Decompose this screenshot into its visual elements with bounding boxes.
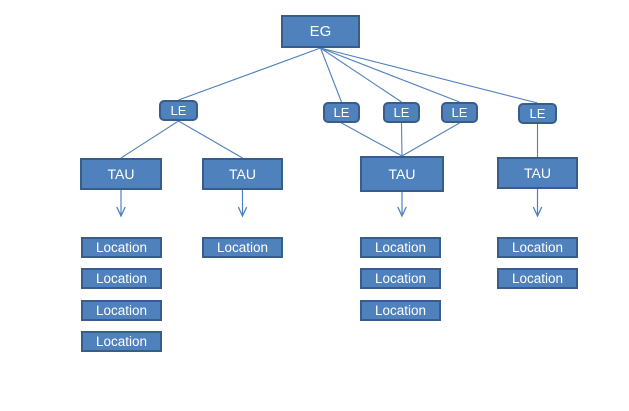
node-le-2: LE bbox=[323, 102, 360, 123]
node-le-4: LE bbox=[441, 102, 478, 123]
node-le-5: LE bbox=[518, 103, 557, 124]
node-location-c4-r1: Location bbox=[497, 237, 578, 258]
node-tau-2: TAU bbox=[202, 158, 283, 190]
node-location-c2-r1: Location bbox=[202, 237, 283, 258]
node-location-c4-r2: Location bbox=[497, 268, 578, 289]
edge-eg-le3 bbox=[320, 47, 402, 103]
node-location-c1-r1: Location bbox=[81, 237, 162, 258]
edge-le4-tau3 bbox=[401, 122, 460, 157]
node-location-c1-r4: Location bbox=[81, 331, 162, 352]
node-location-c1-r3: Location bbox=[81, 300, 162, 321]
edge-eg-le1 bbox=[178, 47, 321, 101]
edge-eg-le4 bbox=[320, 47, 460, 103]
edge-le1-tau2 bbox=[178, 120, 243, 159]
node-le-1: LE bbox=[159, 100, 198, 121]
node-location-c1-r2: Location bbox=[81, 268, 162, 289]
node-tau-1: TAU bbox=[80, 158, 162, 190]
edge-eg-le5 bbox=[320, 47, 538, 104]
node-tau-3: TAU bbox=[360, 156, 444, 192]
edge-eg-le2 bbox=[319, 47, 343, 103]
node-le-3: LE bbox=[383, 102, 420, 123]
edge-le2-tau3 bbox=[341, 122, 403, 157]
node-eg: EG bbox=[281, 15, 360, 48]
edge-le3-tau3 bbox=[400, 122, 403, 157]
node-tau-4: TAU bbox=[497, 157, 578, 189]
node-location-c3-r2: Location bbox=[360, 268, 441, 289]
node-location-c3-r1: Location bbox=[360, 237, 441, 258]
edge-le1-tau1 bbox=[120, 120, 179, 159]
node-location-c3-r3: Location bbox=[360, 300, 441, 321]
